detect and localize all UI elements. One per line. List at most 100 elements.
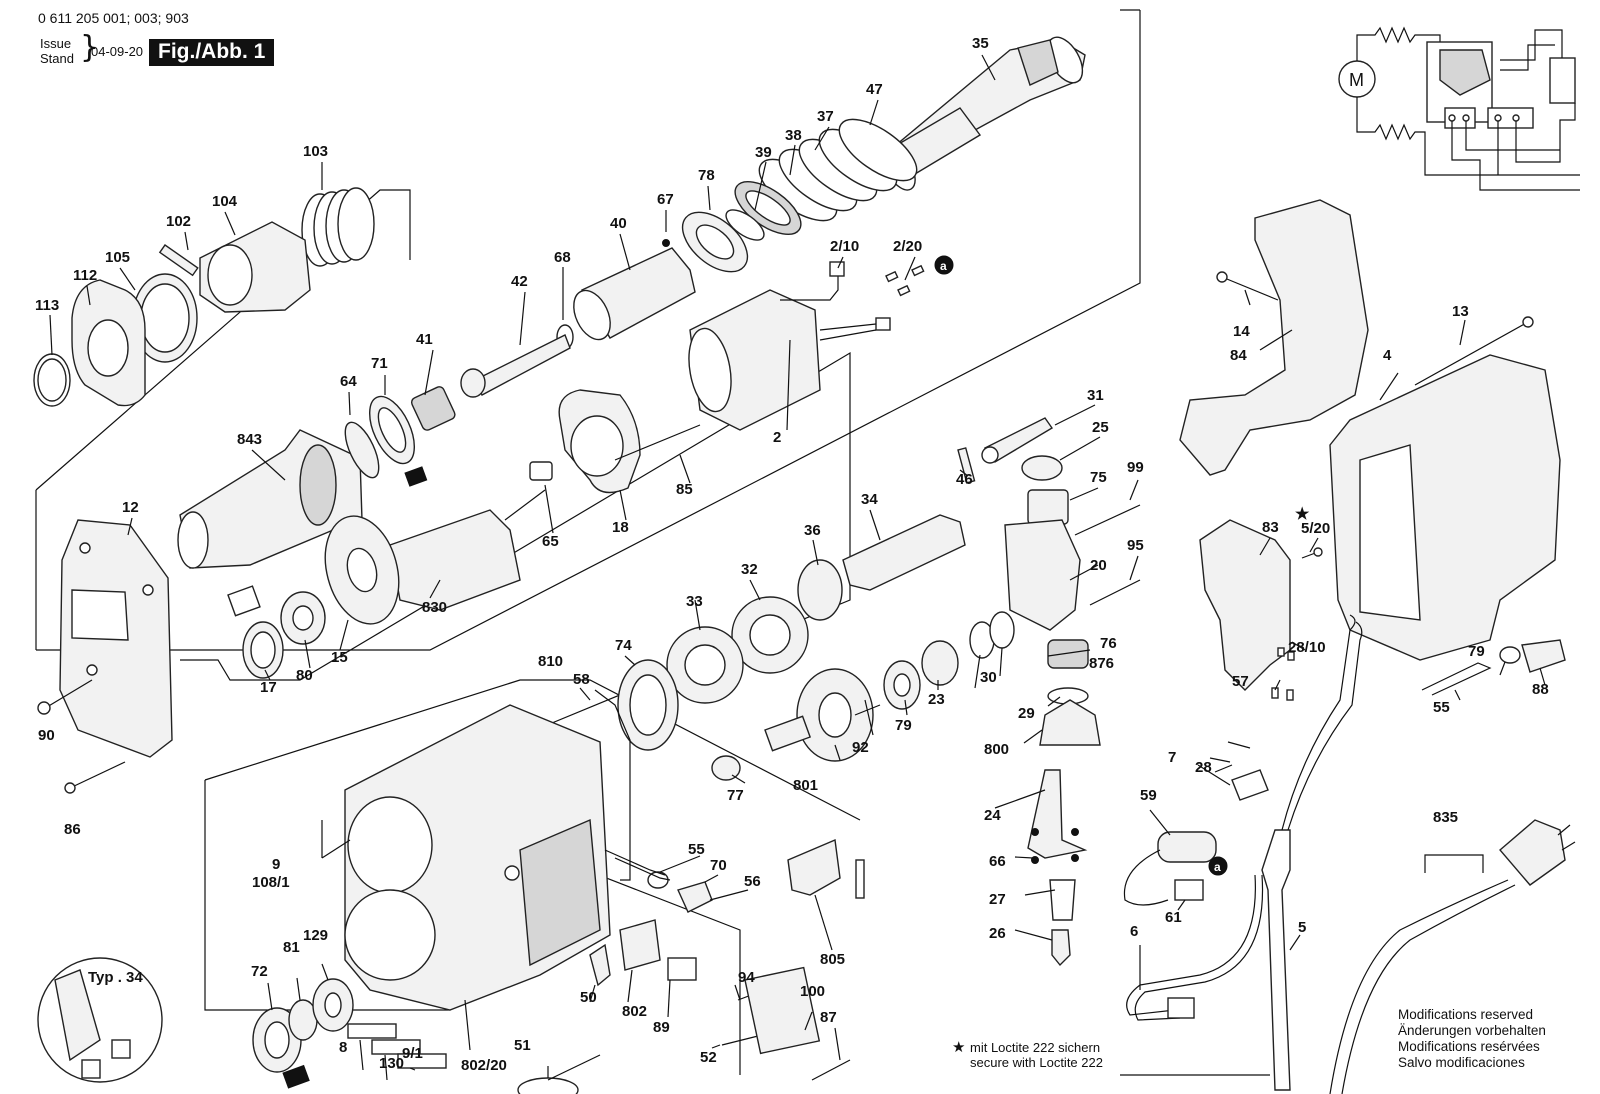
- label-129: [347, 1023, 397, 1039]
- part-number: 18: [612, 519, 629, 536]
- part-number: 90: [38, 727, 55, 744]
- part-number: 5: [1298, 919, 1306, 936]
- ring-76: [1047, 639, 1089, 669]
- part-number: 2: [773, 429, 781, 446]
- part-number: 103: [303, 143, 328, 160]
- part-number: 87: [820, 1009, 837, 1026]
- modifications-note: Modifications reserved Änderungen vorbeh…: [1398, 1007, 1546, 1071]
- part-number: 70: [710, 857, 727, 874]
- ball-66: [1031, 856, 1039, 864]
- part-number: 14: [1233, 323, 1250, 340]
- part-number: 89: [653, 1019, 670, 1036]
- part-number: 42: [511, 273, 528, 290]
- upper-frame-outline: [36, 10, 1141, 651]
- part-number: 55: [688, 841, 705, 858]
- bushing-23: [921, 640, 959, 686]
- plate-52: [744, 966, 821, 1055]
- part-number: 830: [422, 599, 447, 616]
- loctite-line-2: secure with Loctite 222: [970, 1055, 1103, 1070]
- o-ring-70-right: [1499, 646, 1521, 664]
- connector-a-lower: a: [1214, 860, 1221, 874]
- part-number: 104: [212, 193, 238, 210]
- part-number: 83: [1262, 519, 1279, 536]
- part-number: 843: [237, 431, 262, 448]
- part-number: 51: [514, 1037, 531, 1054]
- issue-label: Issue: [40, 36, 72, 51]
- part-number: 40: [610, 215, 627, 232]
- part-number: 29: [1018, 705, 1035, 722]
- part-number: 68: [554, 249, 571, 266]
- part-number-70-right: 79: [1468, 643, 1485, 660]
- part-number: 28: [1195, 759, 1212, 776]
- part-number: 100: [800, 983, 825, 1000]
- brush-16: [227, 585, 261, 617]
- part-number: 50: [580, 989, 597, 1006]
- part-number: 99: [1127, 459, 1144, 476]
- armature-830: [389, 509, 521, 611]
- handle-14: [1179, 199, 1369, 476]
- part-number: 85: [676, 481, 693, 498]
- pin-46: [957, 447, 976, 484]
- part-number: 7: [1168, 749, 1176, 766]
- part-number: 64: [340, 373, 357, 390]
- part-number: 2/20: [893, 238, 922, 255]
- part-number: 2/10: [830, 238, 859, 255]
- part-number: 8: [339, 1039, 347, 1056]
- screw-95: [1089, 579, 1141, 606]
- cable-61: [1126, 874, 1256, 1016]
- spring-55-right: [1421, 662, 1492, 696]
- gear-41: [410, 386, 456, 431]
- connector-marker-lower: [1208, 856, 1228, 876]
- spring-37: [758, 118, 918, 222]
- part-number: 61: [1165, 909, 1182, 926]
- circuit-schematic: M: [1338, 26, 1580, 191]
- connector-28-10b: [1286, 689, 1294, 701]
- ring-64: [344, 421, 380, 479]
- part-number: 113: [35, 297, 59, 314]
- brush-marker-lower: [282, 1064, 310, 1089]
- part-number: 76: [1100, 635, 1117, 652]
- ring-39: [725, 209, 765, 241]
- part-number: 805: [820, 951, 845, 968]
- spring-27: [1049, 879, 1076, 921]
- part-number: 46: [956, 471, 973, 488]
- screw-99: [1074, 504, 1141, 536]
- bushing-25: [1021, 455, 1063, 481]
- stand-label: Stand: [40, 51, 74, 66]
- note-line: Salvo modificaciones: [1398, 1055, 1525, 1070]
- note-line: Modifications reserved: [1398, 1007, 1534, 1022]
- part-number: 36: [804, 522, 821, 539]
- part-number: 95: [1127, 537, 1144, 554]
- screw-86: [69, 761, 126, 789]
- connector-59: [1174, 879, 1204, 901]
- part-number: 28/10: [1288, 639, 1326, 656]
- part-number: 56: [744, 873, 761, 890]
- part-number: 15: [331, 649, 348, 666]
- part-number: 38: [785, 127, 802, 144]
- screw-88-b: [1227, 741, 1251, 749]
- part-number: 57: [1232, 673, 1249, 690]
- clip-805: [855, 859, 865, 899]
- spring-55-lower: [604, 849, 666, 876]
- part-number: 130: [379, 1055, 404, 1072]
- clamp-7: [1231, 769, 1269, 801]
- plug-835: [1499, 819, 1566, 886]
- part-number: 88: [1532, 681, 1549, 698]
- typ-34-label: Typ . 34: [88, 969, 143, 986]
- part-number: 876: [1089, 655, 1114, 672]
- part-number: 84: [1230, 347, 1247, 364]
- motor-label: M: [1349, 70, 1364, 90]
- plug-57: [1521, 639, 1566, 673]
- part-number: 27: [989, 891, 1006, 908]
- ball-67: [662, 239, 670, 247]
- part-number: 112: [73, 267, 97, 284]
- connector-28-10a: [1271, 687, 1279, 699]
- pin-102: [158, 244, 199, 277]
- part-number: 12: [122, 499, 139, 516]
- part-number: 20: [1090, 557, 1107, 574]
- part-number: 79: [895, 717, 912, 734]
- part-number: 5/20: [1301, 520, 1330, 537]
- part-number: 102: [166, 213, 191, 230]
- switch-4: [1199, 519, 1291, 691]
- loctite-star: ★: [952, 1039, 966, 1056]
